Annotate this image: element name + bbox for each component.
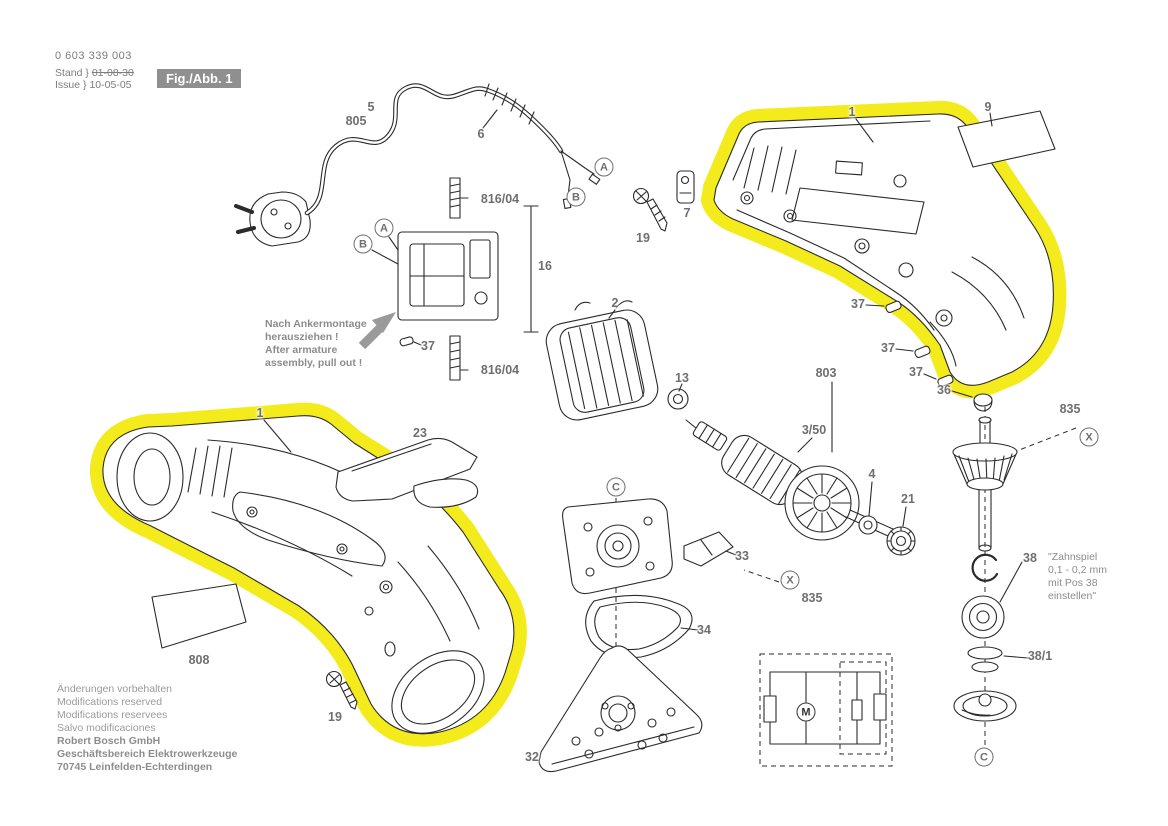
part-label-37: 37 xyxy=(851,297,865,311)
label-plate-9-drawing xyxy=(957,110,1056,168)
gear-assembly-drawing xyxy=(951,390,1077,748)
part-label-19: 19 xyxy=(636,231,650,245)
clamp-23-drawing xyxy=(335,437,479,508)
armature-drawing xyxy=(685,381,916,556)
right-housing-drawing xyxy=(713,113,1054,386)
part-label-1: 1 xyxy=(848,105,856,119)
instruction-arrow xyxy=(358,312,396,350)
issue-brace: } xyxy=(83,79,87,92)
part-label-816-04: 816/04 xyxy=(480,363,520,377)
callout-C: C xyxy=(606,477,626,497)
part-label-816-04: 816/04 xyxy=(480,192,520,206)
issue-label: Issue xyxy=(55,79,81,92)
part-label-19: 19 xyxy=(328,710,342,724)
callout-C: C xyxy=(974,747,994,767)
small-parts-right-drawing xyxy=(632,170,954,387)
screw-19-bottom-drawing xyxy=(325,670,358,710)
stand-brace: } xyxy=(85,67,89,79)
part-label-38-1: 38/1 xyxy=(1027,649,1053,663)
part-label-805: 805 xyxy=(345,114,367,128)
part-label-34: 34 xyxy=(697,623,711,637)
part-label-6: 6 xyxy=(477,127,485,141)
part-label-13: 13 xyxy=(675,371,689,385)
document-header: 0 603 339 003 Stand } 01-08-30 Issue } 1… xyxy=(55,50,134,92)
stand-label: Stand xyxy=(55,67,83,79)
stand-row: Stand } 01-08-30 xyxy=(55,67,134,79)
callout-X: X xyxy=(780,570,800,590)
part-label-36: 36 xyxy=(937,383,951,397)
callout-M: M xyxy=(796,702,816,722)
armature-note: Nach Ankermontage herausziehen ! After a… xyxy=(265,318,367,370)
figure-label: Fig./Abb. 1 xyxy=(157,69,242,88)
left-housing-drawing xyxy=(102,415,515,735)
part-label-835: 835 xyxy=(801,591,823,605)
label-plate-808-drawing xyxy=(151,583,247,649)
footer-block: Änderungen vorbehalten Modifications res… xyxy=(57,683,237,774)
company-city: 70745 Leinfelden-Echterdingen xyxy=(57,761,213,774)
part-label-808: 808 xyxy=(188,653,210,667)
company-division: Geschäftsbereich Elektrowerkzeuge xyxy=(57,748,238,761)
footer-line: Änderungen vorbehalten xyxy=(57,683,173,695)
part-label-37: 37 xyxy=(421,339,435,353)
circuit-schematic-drawing xyxy=(759,653,893,767)
callout-B: B xyxy=(566,187,586,207)
part-label-16: 16 xyxy=(538,259,552,273)
part-label-32: 32 xyxy=(525,750,539,764)
part-label-7: 7 xyxy=(683,206,691,220)
callout-B: B xyxy=(353,234,373,254)
part-label-5: 5 xyxy=(367,100,375,114)
part-label-21: 21 xyxy=(901,492,915,506)
footer-line: Salvo modificaciones xyxy=(57,722,156,735)
issue-row: Issue } 10-05-05 xyxy=(55,79,134,91)
part-label-4: 4 xyxy=(868,467,876,481)
callout-A: A xyxy=(374,218,394,238)
part-label-23: 23 xyxy=(413,426,427,440)
callout-X: X xyxy=(1079,427,1099,447)
part-label-38: 38 xyxy=(1023,551,1037,565)
part-label-37: 37 xyxy=(909,365,923,379)
issue-date: 10-05-05 xyxy=(89,79,132,92)
company-name: Robert Bosch GmbH xyxy=(57,735,161,748)
part-label-37: 37 xyxy=(881,341,895,355)
callout-A: A xyxy=(594,157,614,177)
gear-backlash-note: "Zahnspiel 0,1 - 0,2 mm mit Pos 38 einst… xyxy=(1048,551,1107,603)
part-label-803: 803 xyxy=(815,366,837,380)
footer-line: Modifications reserved xyxy=(57,696,163,709)
power-cord-drawing xyxy=(234,83,601,247)
sanding-pad-assembly-drawing xyxy=(538,498,780,773)
part-label-1: 1 xyxy=(256,406,264,420)
part-label-9: 9 xyxy=(984,100,992,114)
part-label-33: 33 xyxy=(735,549,749,563)
switch-assembly-drawing xyxy=(371,177,539,381)
document-number: 0 603 339 003 xyxy=(55,50,132,62)
part-label-835: 835 xyxy=(1059,402,1081,416)
part-label-3-50: 3/50 xyxy=(801,423,827,437)
stand-date: 01-08-30 xyxy=(91,67,134,79)
part-label-2: 2 xyxy=(611,296,619,310)
stator-drawing xyxy=(545,300,689,421)
footer-line: Modifications reservees xyxy=(57,709,168,722)
